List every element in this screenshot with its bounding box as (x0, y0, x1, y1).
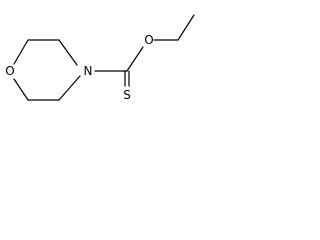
morpholine-ring (13, 39, 81, 101)
ester-oxygen-label: O (144, 33, 153, 47)
ring-oxygen-label: O (5, 64, 14, 78)
nitrogen-label: N (84, 64, 93, 78)
bond-c-n-upper (58, 39, 78, 66)
bond-c-o-ester (126, 46, 144, 72)
sulfur-label: S (123, 88, 131, 102)
c-s-double-bond (124, 70, 130, 87)
bond-n-c-lower (58, 75, 81, 101)
bond-o-c-upper (13, 39, 29, 65)
chemical-structure: O N O S (5, 14, 195, 102)
bond-c-o-lower (13, 78, 29, 101)
bond-ch2-ch3 (177, 14, 195, 41)
